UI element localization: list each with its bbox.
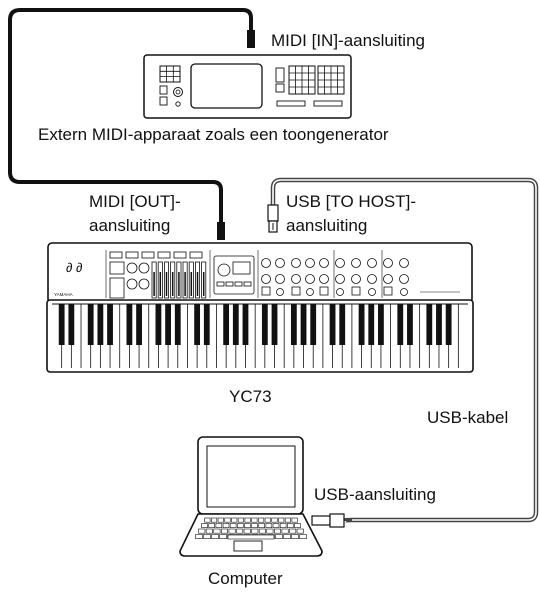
device-logo: YAMAHA xyxy=(54,292,73,297)
usb-to-host-plug xyxy=(267,204,279,233)
laptop-keyboard xyxy=(195,517,307,540)
usb-port-label: USB-aansluiting xyxy=(314,485,436,504)
midi-in-plug xyxy=(247,30,255,48)
usb-cable-label: USB-kabel xyxy=(427,408,509,427)
midi-cable xyxy=(8,8,253,225)
laptop-computer xyxy=(179,436,345,557)
midi-out-label-line2: aansluiting xyxy=(89,216,171,235)
usb-laptop-plug xyxy=(311,513,345,528)
external-device-caption: Extern MIDI-apparaat zoals een toongener… xyxy=(38,125,389,144)
instrument-caption: YC73 xyxy=(229,387,272,406)
external-midi-device xyxy=(143,54,352,119)
svg-text:∂ ∂: ∂ ∂ xyxy=(66,260,82,275)
midi-out-plug xyxy=(217,222,225,240)
midi-in-label: MIDI [IN]-aansluiting xyxy=(271,31,425,50)
usb-to-host-label-line1: USB [TO HOST]- xyxy=(286,192,417,211)
yc73-keyboard: ∂ ∂ YAMAHA xyxy=(46,242,474,373)
midi-out-label-line1: MIDI [OUT]- xyxy=(89,192,181,211)
computer-caption: Computer xyxy=(208,569,283,588)
keybed xyxy=(52,303,468,368)
usb-to-host-label-line2: aansluiting xyxy=(286,216,368,235)
control-panel xyxy=(105,250,460,299)
